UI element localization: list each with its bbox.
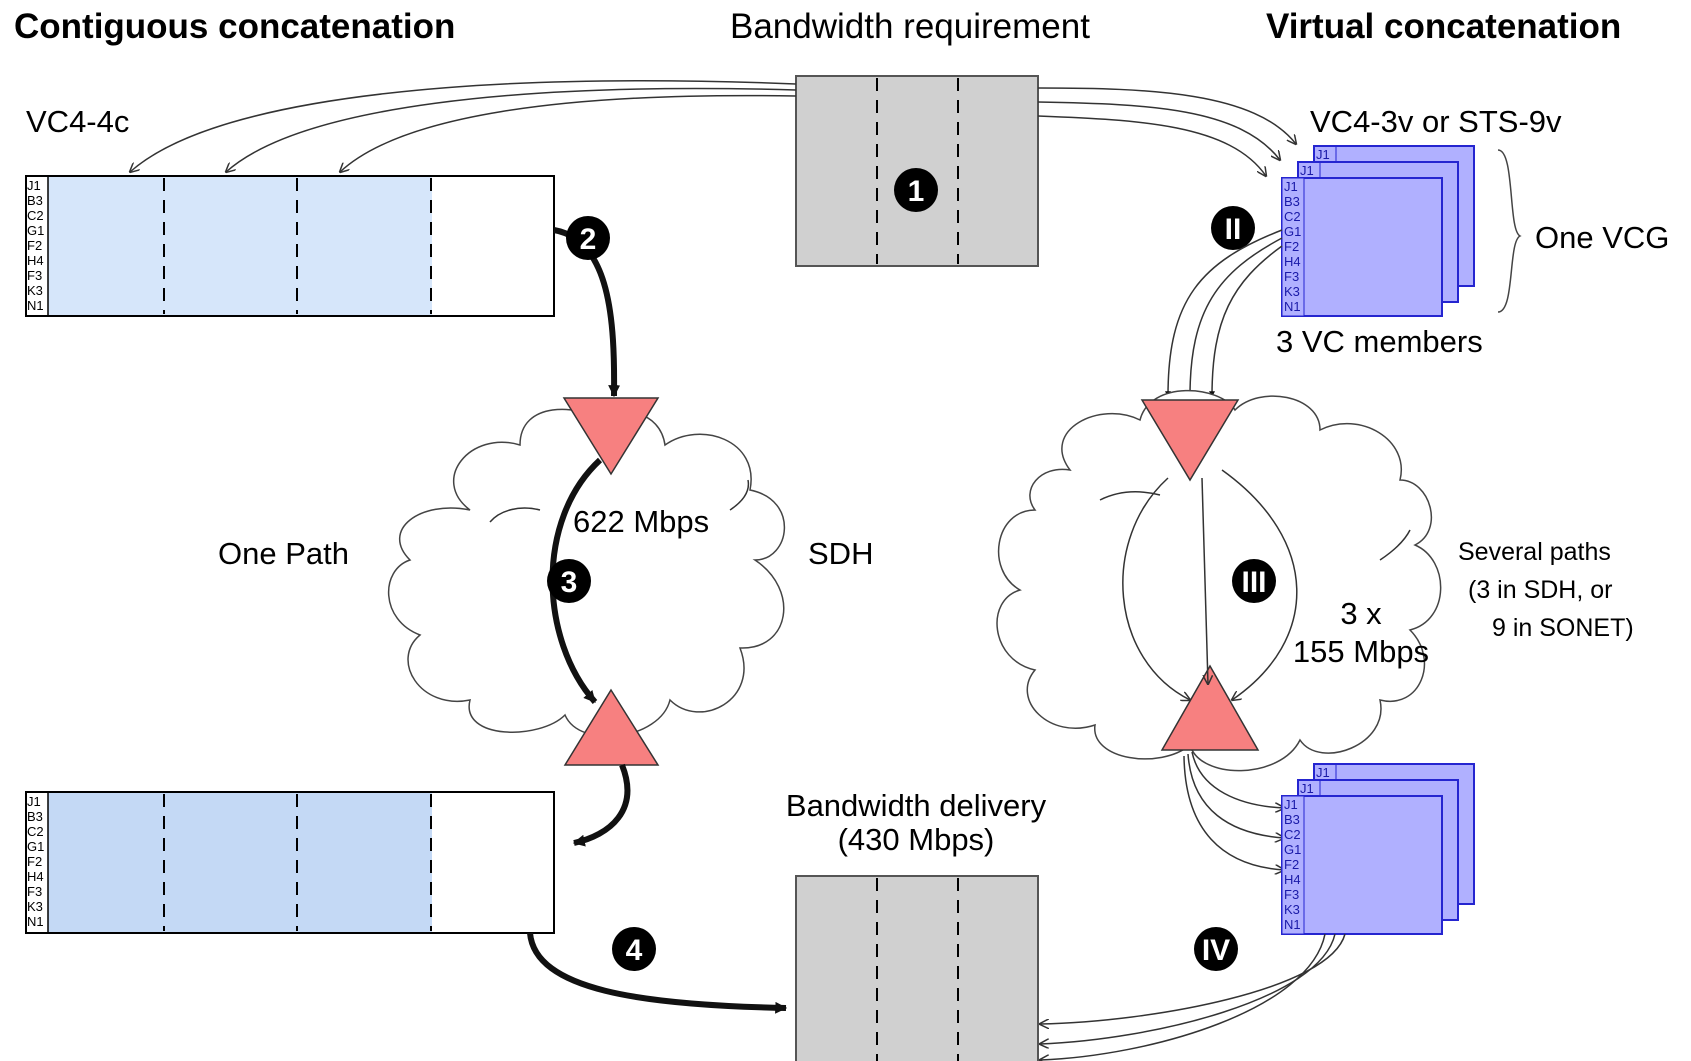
svg-text:F3: F3 <box>27 884 42 899</box>
sdh-label: SDH <box>808 536 873 571</box>
svg-text:2: 2 <box>580 223 597 256</box>
requirement-to-contiguous-arrows <box>130 80 797 172</box>
multi-path-arrows <box>1122 469 1298 700</box>
cloud-right-curl-1 <box>1099 490 1161 501</box>
requirement-heading: Bandwidth requirement <box>730 7 1090 46</box>
ingress-node-right <box>1140 399 1240 482</box>
svg-text:G1: G1 <box>1284 224 1301 239</box>
svg-text:N1: N1 <box>1284 299 1301 314</box>
vc-members-label: 3 VC members <box>1276 324 1483 359</box>
egress-to-container-arrow <box>572 763 631 847</box>
svg-text:F2: F2 <box>27 238 42 253</box>
cloud-left-curl-2 <box>729 479 750 511</box>
one-path-label: One Path <box>218 536 349 571</box>
svg-text:G1: G1 <box>27 839 44 854</box>
egress-to-members-arrows <box>1183 751 1284 870</box>
svg-text:3: 3 <box>561 566 578 599</box>
contiguous-heading: Contiguous concatenation <box>14 7 455 46</box>
svg-text:N1: N1 <box>27 914 44 929</box>
vc4-3v-label: VC4-3v or STS-9v <box>1310 104 1562 139</box>
requirement-to-virtual-arrows <box>1037 87 1296 176</box>
svg-text:K3: K3 <box>1284 902 1300 917</box>
svg-text:C2: C2 <box>27 824 44 839</box>
overhead-column-bottom: J1 B3 C2 G1 F2 H4 F3 K3 N1 <box>27 794 44 929</box>
svg-text:H4: H4 <box>27 253 44 268</box>
vc-member-stack-top: J1 J1 <box>1281 145 1475 317</box>
svg-text:G1: G1 <box>27 223 44 238</box>
svg-text:N1: N1 <box>27 298 44 313</box>
step-3-badge: 3 <box>547 559 591 603</box>
svg-text:K3: K3 <box>27 899 43 914</box>
svg-text:B3: B3 <box>1284 812 1300 827</box>
svg-text:B3: B3 <box>1284 194 1300 209</box>
svg-text:F3: F3 <box>1284 887 1299 902</box>
svg-text:J1: J1 <box>27 794 41 809</box>
svg-text:F2: F2 <box>1284 857 1299 872</box>
paths-sdh-label: (3 in SDH, or <box>1468 576 1612 604</box>
delivery-block <box>795 875 1039 1061</box>
svg-text:K3: K3 <box>1284 284 1300 299</box>
virtual-heading: Virtual concatenation <box>1266 7 1621 46</box>
delivery-arrow-contiguous <box>527 932 788 1014</box>
svg-text:G1: G1 <box>1284 842 1301 857</box>
overhead-column-top: J1 B3 C2 G1 F2 H4 F3 K3 N1 <box>27 178 44 313</box>
rate-622-label: 622 Mbps <box>573 504 709 539</box>
svg-text:N1: N1 <box>1284 917 1301 932</box>
svg-text:H4: H4 <box>27 869 44 884</box>
svg-text:H4: H4 <box>1284 872 1301 887</box>
step-iii-badge: III <box>1232 559 1276 603</box>
ingress-node-left <box>562 397 660 476</box>
svg-text:J1: J1 <box>1284 797 1298 812</box>
svg-text:II: II <box>1225 213 1242 246</box>
svg-text:K3: K3 <box>27 283 43 298</box>
vcg-brace <box>1497 149 1522 313</box>
vc-member-stack-received: J1 J1 <box>1281 763 1475 935</box>
vc-overhead-column-top: J1 B3 C2 G1 F2 H4 F3 K3 N1 <box>1284 179 1301 314</box>
cloud-right-curl-2 <box>1379 529 1411 561</box>
svg-text:J1: J1 <box>1316 765 1330 780</box>
svg-text:B3: B3 <box>27 809 43 824</box>
delivery-rate-label: (430 Mbps) <box>838 822 995 857</box>
svg-text:F2: F2 <box>1284 239 1299 254</box>
paths-sonet-label: 9 in SONET) <box>1492 614 1634 642</box>
svg-text:F2: F2 <box>27 854 42 869</box>
svg-text:J1: J1 <box>1284 179 1298 194</box>
svg-text:1: 1 <box>908 175 925 208</box>
svg-text:B3: B3 <box>27 193 43 208</box>
svg-text:III: III <box>1241 566 1266 599</box>
one-vcg-label: One VCG <box>1535 220 1669 255</box>
egress-node-right <box>1160 664 1260 751</box>
vc4-4c-container-received <box>25 791 555 934</box>
svg-text:C2: C2 <box>1284 827 1301 842</box>
step-ii-badge: II <box>1211 206 1255 250</box>
svg-text:J1: J1 <box>1300 163 1314 178</box>
rate-155-label: 155 Mbps <box>1293 634 1429 669</box>
svg-text:H4: H4 <box>1284 254 1301 269</box>
vc-overhead-column-received: J1 B3 C2 G1 F2 H4 F3 K3 N1 <box>1284 797 1301 932</box>
svg-text:J1: J1 <box>1300 781 1314 796</box>
vc4-4c-container <box>25 175 555 317</box>
svg-text:C2: C2 <box>1284 209 1301 224</box>
svg-text:F3: F3 <box>27 268 42 283</box>
step-1-badge: 1 <box>894 168 938 212</box>
svg-text:J1: J1 <box>1316 147 1330 162</box>
rate-3x-label: 3 x <box>1340 596 1382 631</box>
delivery-label: Bandwidth delivery <box>786 788 1047 823</box>
step-iv-badge: IV <box>1194 927 1238 971</box>
several-paths-label: Several paths <box>1458 538 1611 566</box>
svg-text:J1: J1 <box>27 178 41 193</box>
svg-text:F3: F3 <box>1284 269 1299 284</box>
members-to-delivery-arrows <box>1040 933 1346 1060</box>
vc4-4c-label: VC4-4c <box>26 104 129 139</box>
svg-text:C2: C2 <box>27 208 44 223</box>
step-2-badge: 2 <box>566 216 610 260</box>
step-4-badge: 4 <box>612 927 656 971</box>
egress-node-left <box>563 688 660 766</box>
members-to-ingress-arrows <box>1165 229 1283 398</box>
sdh-cloud-right <box>996 389 1442 772</box>
svg-text:4: 4 <box>626 934 643 967</box>
svg-text:IV: IV <box>1202 934 1230 967</box>
cloud-left-curl-1 <box>489 507 541 523</box>
